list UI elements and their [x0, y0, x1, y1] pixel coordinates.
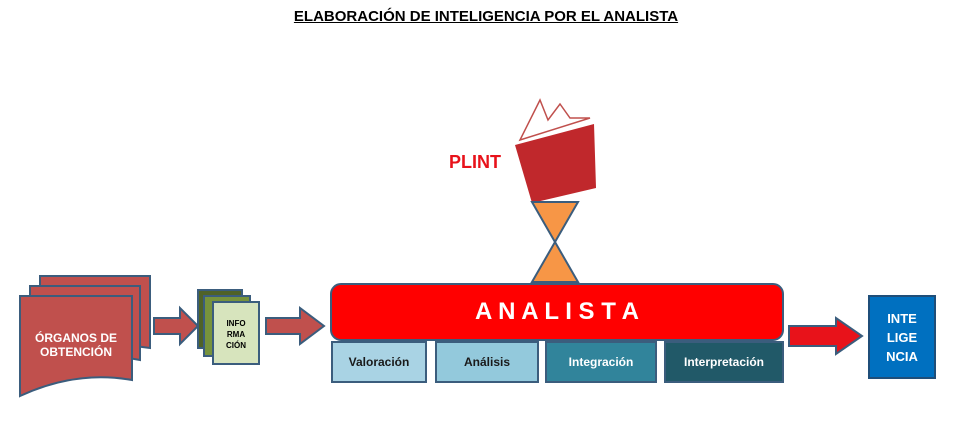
intelligence-line3: NCIA [886, 348, 918, 364]
information-line1: INFO [226, 318, 246, 328]
arrow-3 [788, 316, 864, 356]
plint-label: PLINT [449, 151, 501, 172]
book-icon [515, 98, 596, 203]
step-analisis: Análisis [435, 341, 539, 383]
sources-line1: ÓRGANOS DE [34, 331, 117, 345]
information-line3: CIÓN [226, 340, 246, 350]
sources-line2: OBTENCIÓN [40, 345, 112, 359]
step-interpretacion: Interpretación [664, 341, 784, 383]
intelligence-box [868, 295, 936, 379]
diagram-title: ELABORACIÓN DE INTELIGENCIA POR EL ANALI… [293, 8, 679, 25]
intelligence-line2: LIGE [886, 329, 918, 345]
arrow-1 [153, 305, 200, 347]
analyst-label: A N A L I S T A [474, 298, 639, 325]
hourglass-icon [530, 201, 580, 283]
step-valoracion: Valoración [331, 341, 427, 383]
analyst-bar [330, 283, 784, 341]
sources-document-stack [19, 275, 151, 398]
intelligence-line1: INTE [887, 310, 917, 326]
information-line2: RMA [226, 329, 246, 339]
step-integracion: Integración [545, 341, 657, 383]
arrow-2 [265, 306, 326, 346]
information-document-stack [197, 289, 260, 365]
